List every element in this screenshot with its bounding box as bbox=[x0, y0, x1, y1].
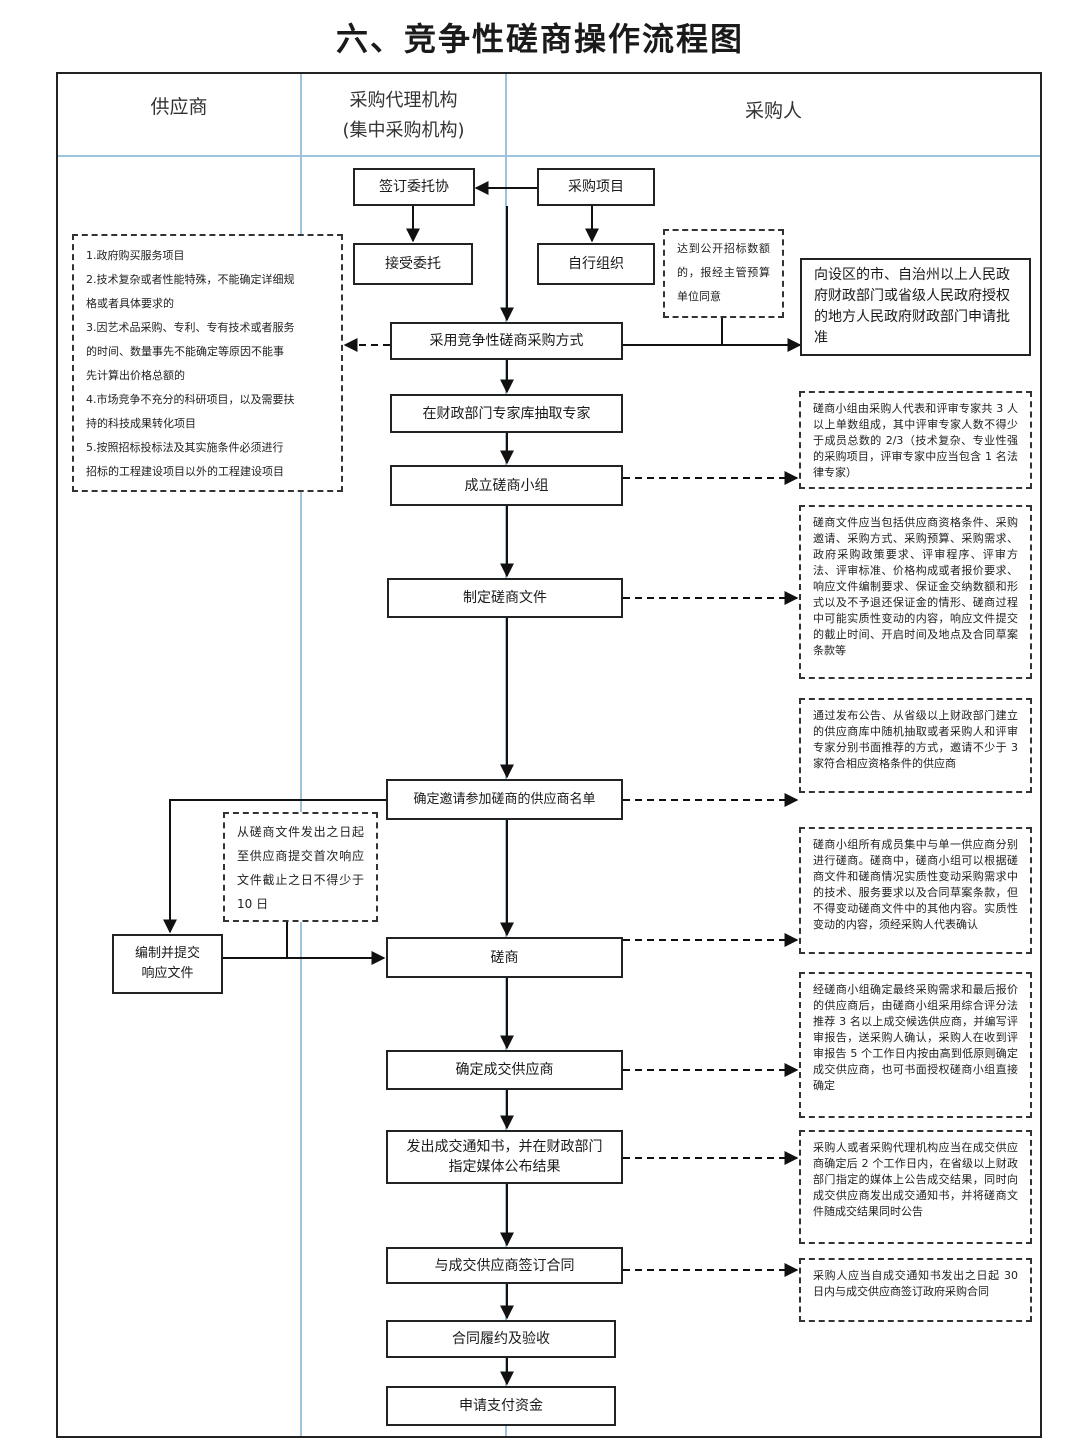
step-prepare-response: 编制并提交响应文件 bbox=[112, 934, 223, 994]
step-adopt-method: 采用竞争性磋商采购方式 bbox=[390, 322, 623, 360]
step-draw-experts: 在财政部门专家库抽取专家 bbox=[390, 394, 623, 433]
note-contract-deadline: 采购人应当自成交通知书发出之日起 30 日内与成交供应商签订政府采购合同 bbox=[799, 1258, 1032, 1322]
lane-agency-label-line2: (集中采购机构) bbox=[342, 120, 465, 141]
note-determination: 经磋商小组确定最终采购需求和最后报价的供应商后，由磋商小组采用综合评分法推荐 3… bbox=[799, 972, 1032, 1118]
flowchart-frame bbox=[56, 72, 1042, 1438]
lane-header-supplier: 供应商 bbox=[58, 92, 300, 122]
lane-header-agency: 采购代理机构 (集中采购机构) bbox=[302, 86, 505, 146]
applicable-item: 持的科技成果转化项目 bbox=[86, 417, 196, 430]
applicable-item: 先计算出价格总额的 bbox=[86, 369, 185, 382]
applicable-item: 3.因艺术品采购、专利、专有技术或者服务 bbox=[86, 321, 295, 334]
applicable-item: 格或者具体要求的 bbox=[86, 297, 174, 310]
note-negotiation-rules: 磋商小组所有成员集中与单一供应商分别进行磋商。磋商中，磋商小组可以根据磋商文件和… bbox=[799, 827, 1032, 954]
step-issue-notice: 发出成交通知书，并在财政部门指定媒体公布结果 bbox=[386, 1130, 623, 1184]
applicable-item: 招标的工程建设项目以外的工程建设项目 bbox=[86, 465, 284, 478]
note-threshold: 达到公开招标数额的，报经主管预算单位同意 bbox=[663, 229, 784, 318]
step-perform-accept: 合同履约及验收 bbox=[386, 1320, 616, 1358]
step-form-group: 成立磋商小组 bbox=[390, 465, 623, 506]
arrow-invite-to-supplier bbox=[163, 799, 386, 934]
lane-purchaser-label: 采购人 bbox=[744, 100, 802, 122]
step-make-docs: 制定磋商文件 bbox=[387, 578, 623, 618]
step-accept-entrust: 接受委托 bbox=[353, 243, 473, 285]
step-purchase-project: 采购项目 bbox=[537, 168, 655, 206]
lane-header-divider bbox=[58, 155, 1040, 157]
applicable-item: 的时间、数量事先不能确定等原因不能事 bbox=[86, 345, 284, 358]
lane-header-purchaser: 采购人 bbox=[507, 96, 1040, 126]
step-sign-contract: 与成交供应商签订合同 bbox=[386, 1247, 623, 1284]
lane-divider-left bbox=[300, 74, 302, 1436]
applicable-item: 5.按照招标投标法及其实施条件必须进行 bbox=[86, 441, 284, 454]
applicable-item: 4.市场竞争不充分的科研项目，以及需要扶 bbox=[86, 393, 295, 406]
step-apply-payment: 申请支付资金 bbox=[386, 1386, 616, 1426]
step-invite-list: 确定邀请参加磋商的供应商名单 bbox=[386, 779, 623, 820]
note-announcement: 采购人或者采购代理机构应当在成交供应商确定后 2 个工作日内，在省级以上财政部门… bbox=[799, 1130, 1032, 1244]
step-approval: 向设区的市、自治州以上人民政府财政部门或省级人民政府授权的地方人民政府财政部门申… bbox=[800, 258, 1031, 356]
step-self-organize: 自行组织 bbox=[537, 243, 655, 285]
applicable-item: 1.政府购买服务项目 bbox=[86, 249, 185, 262]
page-title: 六、竞争性磋商操作流程图 bbox=[335, 20, 744, 58]
lane-supplier-label: 供应商 bbox=[150, 96, 208, 118]
lane-agency-label-line1: 采购代理机构 bbox=[349, 90, 458, 111]
note-applicable-items: 1.政府购买服务项目 2.技术复杂或者性能特殊，不能确定详细规 格或者具体要求的… bbox=[72, 234, 343, 492]
applicable-item: 2.技术复杂或者性能特殊，不能确定详细规 bbox=[86, 273, 295, 286]
note-invite-method: 通过发布公告、从省级以上财政部门建立的供应商库中随机抽取或者采购人和评审专家分别… bbox=[799, 698, 1032, 793]
step-negotiate: 磋商 bbox=[386, 937, 623, 978]
note-group-composition: 磋商小组由采购人代表和评审专家共 3 人以上单数组成，其中评审专家人数不得少于成… bbox=[799, 391, 1032, 489]
note-response-deadline: 从磋商文件发出之日起至供应商提交首次响应文件截止之日不得少于 10 日 bbox=[223, 812, 378, 922]
note-doc-contents: 磋商文件应当包括供应商资格条件、采购邀请、采购方式、采购预算、采购需求、政府采购… bbox=[799, 505, 1032, 679]
step-determine-supplier: 确定成交供应商 bbox=[386, 1050, 623, 1090]
step-sign-entrust: 签订委托协 bbox=[353, 168, 475, 206]
